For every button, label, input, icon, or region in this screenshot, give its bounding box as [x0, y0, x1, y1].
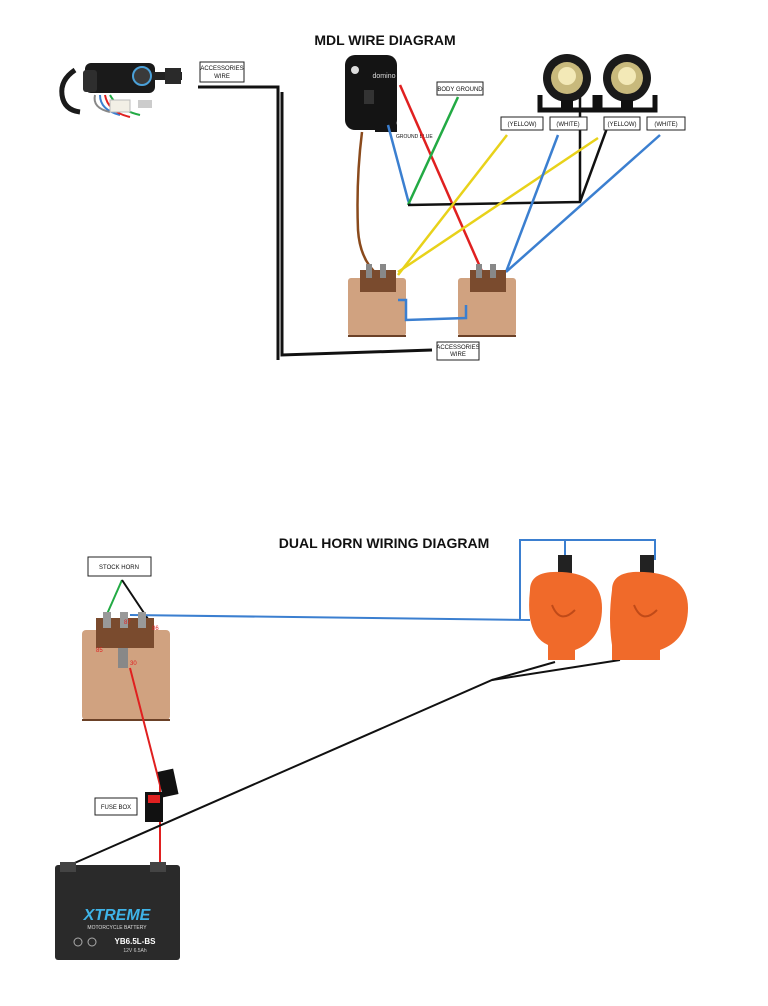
body-ground-label-text: BODY GROUND	[437, 87, 483, 93]
accessories-wire-black	[198, 85, 280, 360]
yellow-label-1	[500, 116, 544, 131]
yellow-label-1-text: (YELLOW)	[507, 122, 536, 128]
battery-model: YB6.5L-BS	[115, 937, 157, 946]
relay-icon	[82, 612, 170, 721]
fuse-box-label	[94, 797, 138, 816]
yellow-wire-1	[397, 134, 508, 276]
yellow-label-2-text: (YELLOW)	[607, 122, 636, 128]
accessories-wire-label-bottom-line1: ACCESSORIES	[436, 345, 479, 351]
ignition-switch-icon	[59, 63, 182, 118]
stock-horn-label-text: STOCK HORN	[99, 565, 139, 571]
accessories-wire-black-2	[280, 92, 433, 357]
relay-pin-85: 85	[96, 648, 103, 654]
yellow-wire-2	[397, 136, 599, 274]
battery-brand: XTREME	[83, 907, 152, 924]
white-wire-1	[504, 134, 560, 273]
battery-spec: 12V 6.5Ah	[123, 948, 147, 954]
body-ground-label	[436, 81, 484, 96]
relay-pin-30: 30	[130, 661, 137, 667]
relay-pin-86: 86	[152, 626, 159, 632]
fuse-box-label-text: FUSE BOX	[101, 805, 131, 811]
yellow-label-2	[603, 116, 641, 131]
brown-wire	[356, 131, 379, 276]
relay-link-blue	[398, 298, 468, 322]
handlebar-switch-icon: domino	[345, 55, 397, 132]
accessories-wire-label-bottom	[436, 341, 480, 361]
red-wire	[398, 84, 490, 286]
green-ground-wire	[406, 96, 460, 206]
horn-icon	[529, 555, 602, 660]
horn-blue-wire	[129, 539, 656, 621]
mdl-diagram-title: MDL WIRE DIAGRAM	[314, 32, 455, 48]
ground-blue-label: GROUND BLUE	[396, 134, 433, 140]
white-label-2-text: (WHITE)	[654, 122, 677, 128]
horn-red-wire	[129, 667, 161, 875]
accessories-wire-label-top-line1: ACCESSORIES	[200, 66, 243, 72]
stock-horn-label	[87, 556, 152, 577]
accessories-wire-label-bottom-line2: WIRE	[450, 352, 466, 358]
fog-light-icon	[597, 54, 658, 113]
white-wire-2	[505, 134, 661, 273]
accessories-wire-label-top	[199, 61, 245, 83]
horn-diagram-title: DUAL HORN WIRING DIAGRAM	[279, 535, 490, 551]
horn-ground-wire-2	[491, 661, 556, 681]
relay-icon	[458, 264, 516, 337]
battery-icon: XTREME MOTORCYCLE BATTERY YB6.5L-BS 12V …	[55, 862, 180, 960]
white-label-2	[646, 116, 686, 131]
fog-light-icon	[537, 54, 598, 113]
switch-brand-text: domino	[373, 73, 396, 80]
battery-subtitle: MOTORCYCLE BATTERY	[87, 925, 147, 931]
white-label-1-text: (WHITE)	[556, 122, 579, 128]
relay-icon	[348, 264, 406, 337]
horn-icon	[610, 555, 688, 660]
white-label-1	[549, 116, 588, 131]
accessories-wire-label-top-line2: WIRE	[214, 74, 230, 80]
stock-horn-black-wire	[121, 579, 153, 626]
fuse-icon	[145, 768, 179, 822]
relay-pin-87: 87	[124, 620, 131, 626]
